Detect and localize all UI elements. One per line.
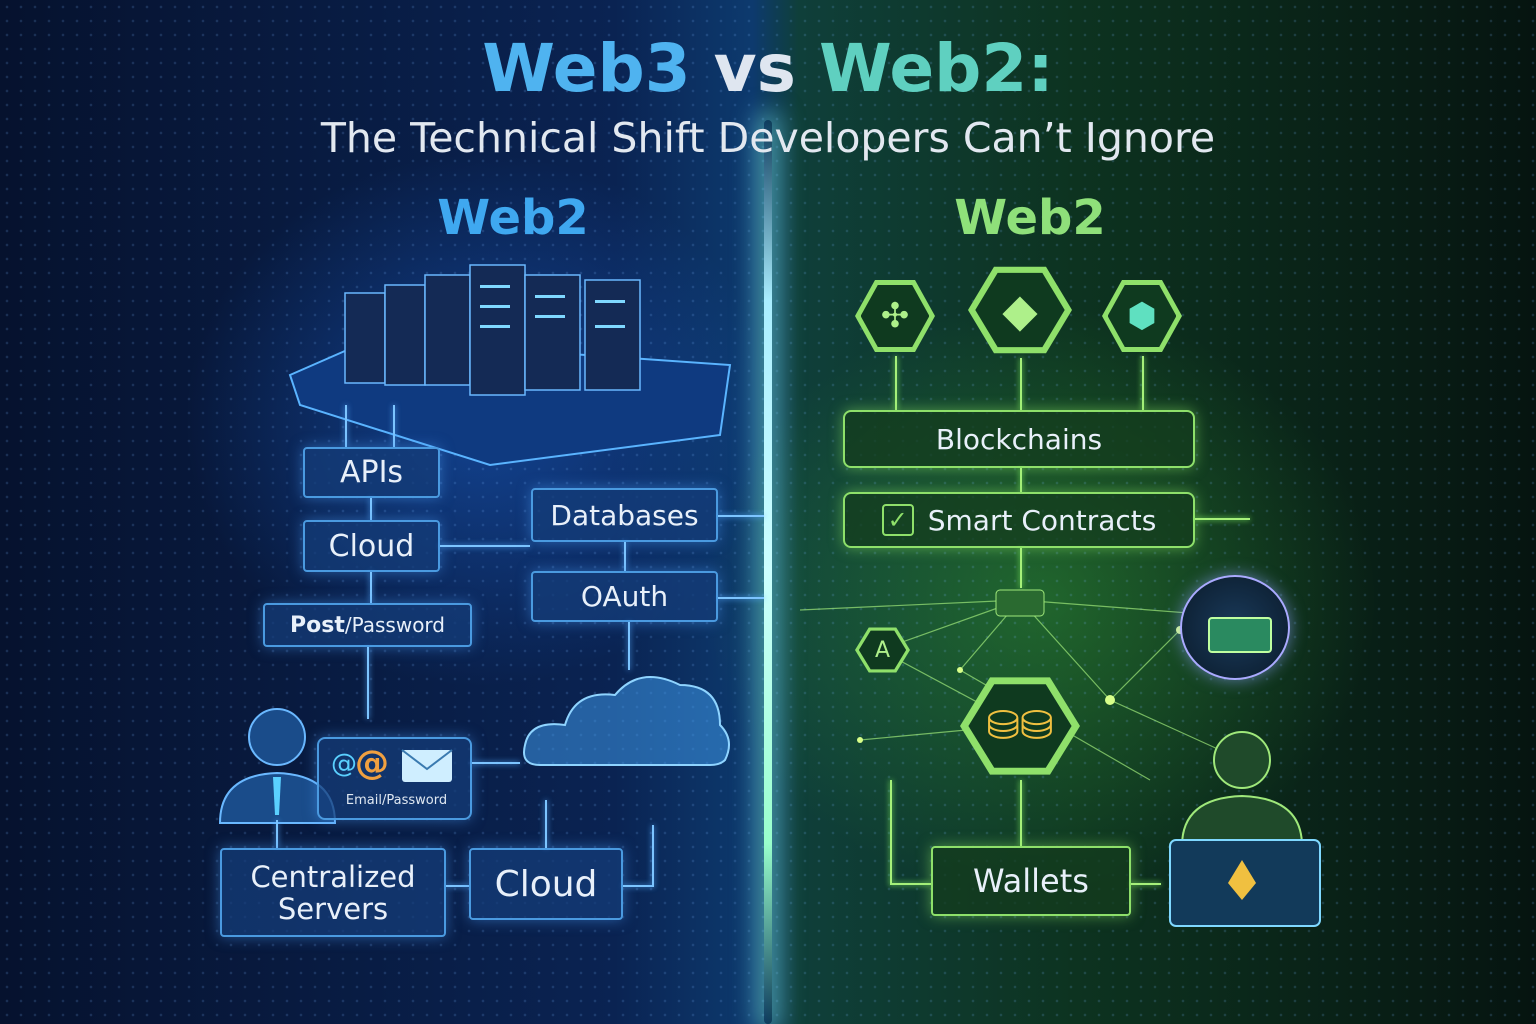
user-avatar-icon [218,708,337,824]
centralized-label: Centralized [250,859,416,894]
title-web3: Web3 [482,30,691,107]
password-label: /Password [344,613,445,637]
title-web2: Web2: [818,30,1054,107]
cloud-bottom-box: Cloud [469,848,623,920]
databases-box: Databases [531,488,718,542]
user-with-wallet-icon [1169,731,1321,927]
apis-box: APIs [303,447,440,498]
at-icon: @ [331,749,357,779]
cube-hex-icon: ⬢ [1102,280,1182,352]
center-divider [764,120,772,1024]
blockchains-box: Blockchains [843,410,1195,468]
app-hex-icon: A [855,627,910,673]
smart-contracts-box: ✓ Smart Contracts [843,492,1195,548]
identity-card-icon [1180,575,1290,680]
post-label: Post [289,612,345,638]
post-password-box: Post/Password [263,603,472,647]
main-title: Web3 vs Web2: [0,30,1536,107]
wallets-box: Wallets [931,846,1131,916]
left-heading: Web2 [437,190,589,246]
server-rack-icon [288,264,732,467]
network-hex-icon: ✣ [855,280,935,352]
cloud-box: Cloud [303,520,440,572]
email-card: @ @ Email/Password [317,737,472,820]
cloud-icon [523,676,730,766]
network-graph [800,589,1281,781]
email-password-label: Email/Password [345,793,448,808]
smart-contracts-label: Smart Contracts [927,503,1157,537]
shield-check-icon: ✓ [881,504,914,536]
oauth-box: OAuth [531,571,718,622]
servers-label: Servers [277,891,389,926]
envelope-icon [401,749,453,782]
at-orange-icon: @ [355,743,389,783]
right-heading: Web2 [954,190,1106,246]
title-vs: vs [690,30,819,107]
subtitle: The Technical Shift Developers Can’t Ign… [320,114,1216,162]
